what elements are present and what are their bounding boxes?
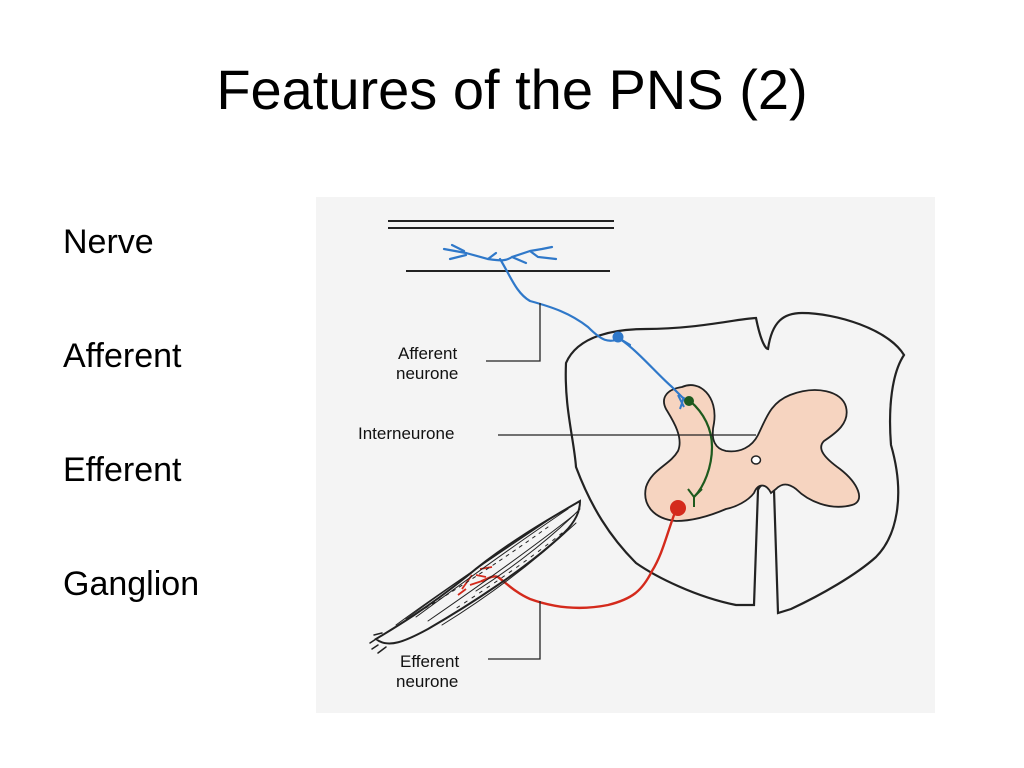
muscle: [369, 499, 582, 654]
grey-matter: [644, 384, 860, 522]
afferent-terminal: [677, 394, 685, 410]
label-afferent-line1: Afferent: [398, 344, 458, 363]
label-efferent-line2: neurone: [396, 672, 458, 691]
bullet-afferent: Afferent: [63, 337, 182, 375]
label-efferent-line1: Efferent: [400, 652, 460, 671]
bullet-ganglion: Ganglion: [63, 565, 200, 603]
reflex-arc-diagram: Afferent neurone Interneurone Efferent n…: [316, 197, 935, 713]
bullet-list: Nerve Afferent Efferent Ganglion: [63, 222, 199, 678]
central-canal: [750, 455, 762, 465]
spinal-cord-outline: [564, 311, 906, 615]
slide-title: Features of the PNS (2): [216, 58, 808, 121]
leader-lines: [486, 303, 756, 660]
afferent-cell-body: [612, 331, 624, 343]
efferent-cell-body: [670, 500, 686, 516]
interneurone-cell-body: [684, 396, 694, 406]
interneurone-terminal: [687, 488, 703, 507]
bullet-nerve: Nerve: [63, 223, 154, 261]
label-afferent-line2: neurone: [396, 364, 458, 383]
label-interneurone: Interneurone: [358, 424, 454, 443]
diagram-background: [316, 197, 935, 713]
interneurone-fibre: [689, 400, 714, 498]
bullet-efferent: Efferent: [63, 451, 182, 489]
